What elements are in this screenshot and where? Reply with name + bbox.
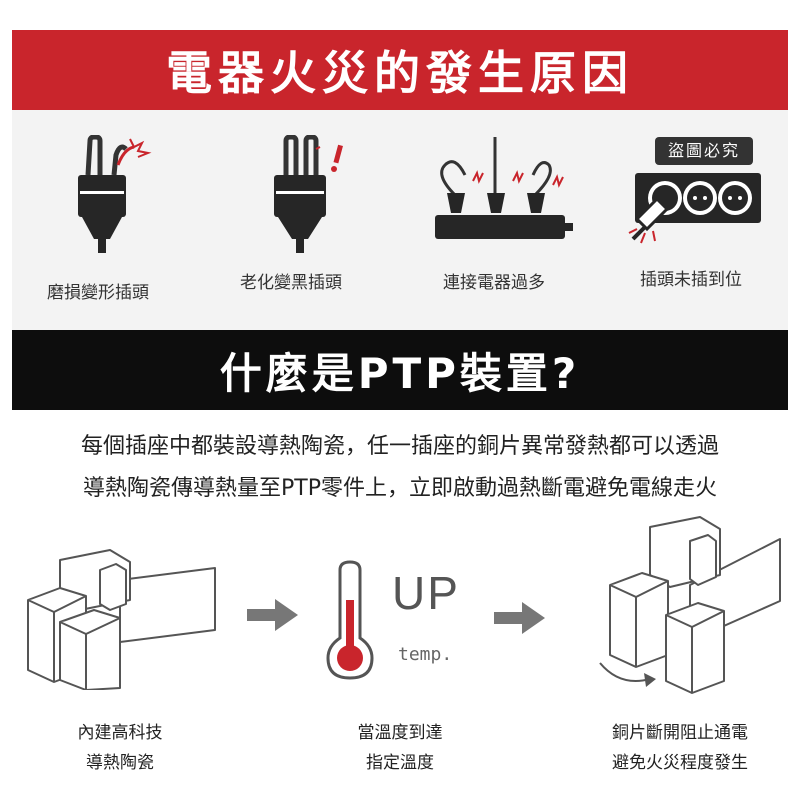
up-label: UP: [392, 567, 460, 619]
step3-line1: 銅片斷開阻止通電: [612, 723, 748, 743]
socket-contact-icon: [27, 549, 216, 691]
ceramic-conductor-illustration: [20, 540, 220, 691]
step3-line2: 避免火災程度發生: [612, 753, 748, 773]
disconnected-contact-illustration: [590, 515, 790, 695]
ptp-banner: 什麼是PTP裝置?: [12, 330, 788, 410]
thermometer-illustration: UP temp.: [320, 560, 460, 700]
aged-plug-icon: [274, 135, 343, 253]
disconnect-icon: [599, 516, 781, 694]
arrow-right-icon: [247, 599, 298, 631]
causes-title: 電器火災的發生原因: [166, 46, 634, 100]
loose-plug-icon: [628, 173, 761, 244]
worn-plug-icon: [78, 135, 152, 253]
arrow-right-icon: [494, 602, 545, 634]
aged-plug-illustration: [250, 135, 350, 255]
ptp-title: 什麼是PTP裝置?: [219, 348, 581, 398]
cause-label-overloaded: 連接電器過多: [443, 273, 545, 293]
cause-label-aged-plug: 老化變黑插頭: [240, 273, 342, 293]
step2-line1: 當溫度到達: [357, 723, 443, 743]
step1-line1: 內建高科技: [77, 723, 163, 743]
power-strip-icon: [435, 137, 573, 239]
copyright-badge: 盜圖必究: [655, 137, 753, 165]
step2-label: 當溫度到達 指定溫度: [290, 718, 510, 778]
step1-label: 內建高科技 導熱陶瓷: [10, 718, 230, 778]
loose-plug-illustration: 盜圖必究: [615, 135, 765, 250]
thermometer-icon: [326, 560, 374, 680]
cause-label-loose-plug: 插頭未插到位: [640, 270, 742, 290]
causes-banner: 電器火災的發生原因: [12, 30, 788, 110]
temp-label: temp.: [398, 644, 453, 665]
worn-plug-illustration: [60, 135, 160, 255]
step2-line2: 指定溫度: [366, 753, 434, 773]
ptp-description-line1: 每個插座中都裝設導熱陶瓷，任一插座的銅片異常發熱都可以透過: [80, 434, 719, 459]
cause-label-worn-plug: 磨損變形插頭: [47, 283, 149, 303]
ptp-description-line2: 導熱陶瓷傳導熱量至PTP零件上，立即啟動過熱斷電避免電線走火: [83, 476, 717, 501]
overloaded-strip-illustration: [425, 135, 575, 250]
step3-label: 銅片斷開阻止通電 避免火災程度發生: [570, 718, 790, 778]
step1-line2: 導熱陶瓷: [86, 753, 154, 773]
